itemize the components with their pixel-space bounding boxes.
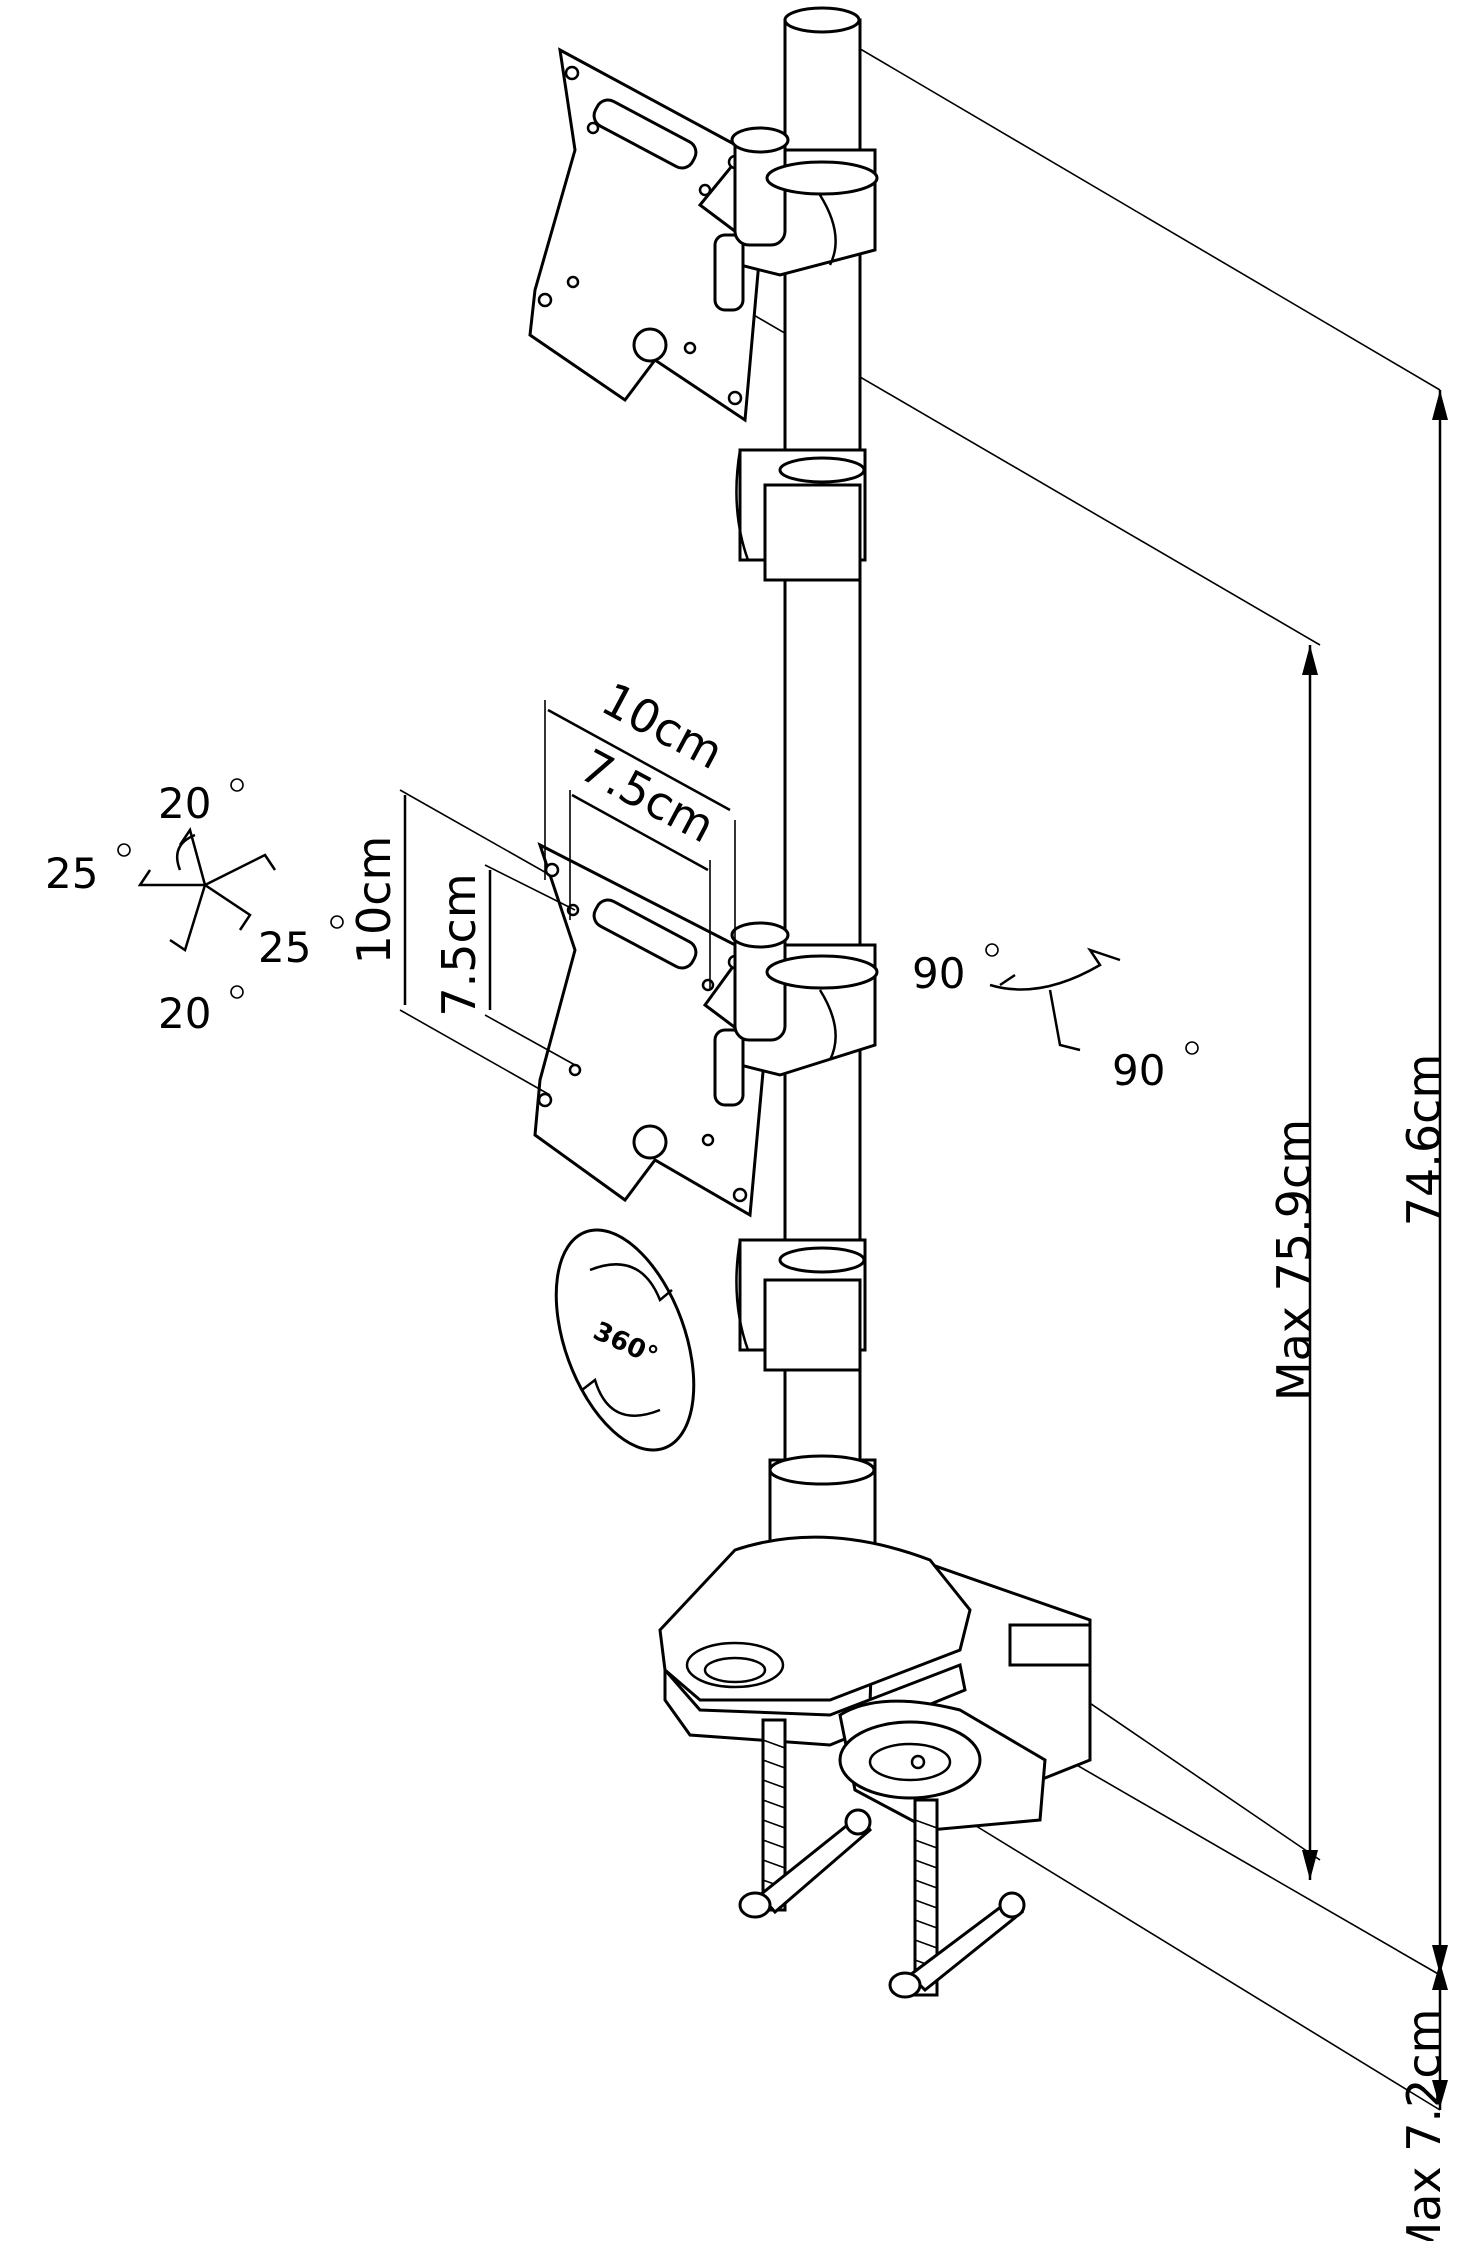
bracket-upper [713,126,879,312]
vesa-plate-upper [528,47,762,423]
tilt-up-degree: 20 [158,778,244,828]
clamp-screw-right [888,1798,1026,1999]
tilt-right-value: 25 [258,923,311,972]
tilt-left-value: 25 [45,849,98,898]
dimension-lines [624,39,1448,2111]
swivel-left-value: 90 [912,949,965,998]
clamp-screw-left [738,1718,872,1919]
tilt-up-value: 20 [158,779,211,828]
rotation-360-icon: 360° [554,1228,696,1452]
swivel-left-degree: 90 [912,943,999,998]
vesa-vertical-outer-label: 10cm [347,836,401,965]
vesa-plate-lower [533,841,767,1218]
max-desk-thickness-label: Max 7.2cm [1397,2009,1451,2241]
tilt-right-degree: 25 [258,915,344,972]
swivel-arrows-icon [989,947,1121,1052]
tilt-down-degree: 20 [158,985,244,1038]
tilt-down-value: 20 [158,989,211,1038]
cable-clip-upper [735,448,867,582]
swivel-right-value: 90 [1112,1046,1165,1095]
bracket-lower [713,921,879,1107]
vesa-dimension-lines [399,700,736,1096]
cable-clip-lower [735,1238,867,1372]
swivel-right-degree: 90 [1112,1041,1199,1095]
max-height-label: Max 75.9cm [1267,1119,1321,1401]
vesa-vertical-inner-label: 7.5cm [432,873,486,1016]
clamp-base [658,1454,1092,1832]
total-height-label: 74.6cm [1397,1054,1451,1227]
tilt-left-degree: 25 [45,843,131,898]
tilt-arrows-icon [137,827,277,952]
